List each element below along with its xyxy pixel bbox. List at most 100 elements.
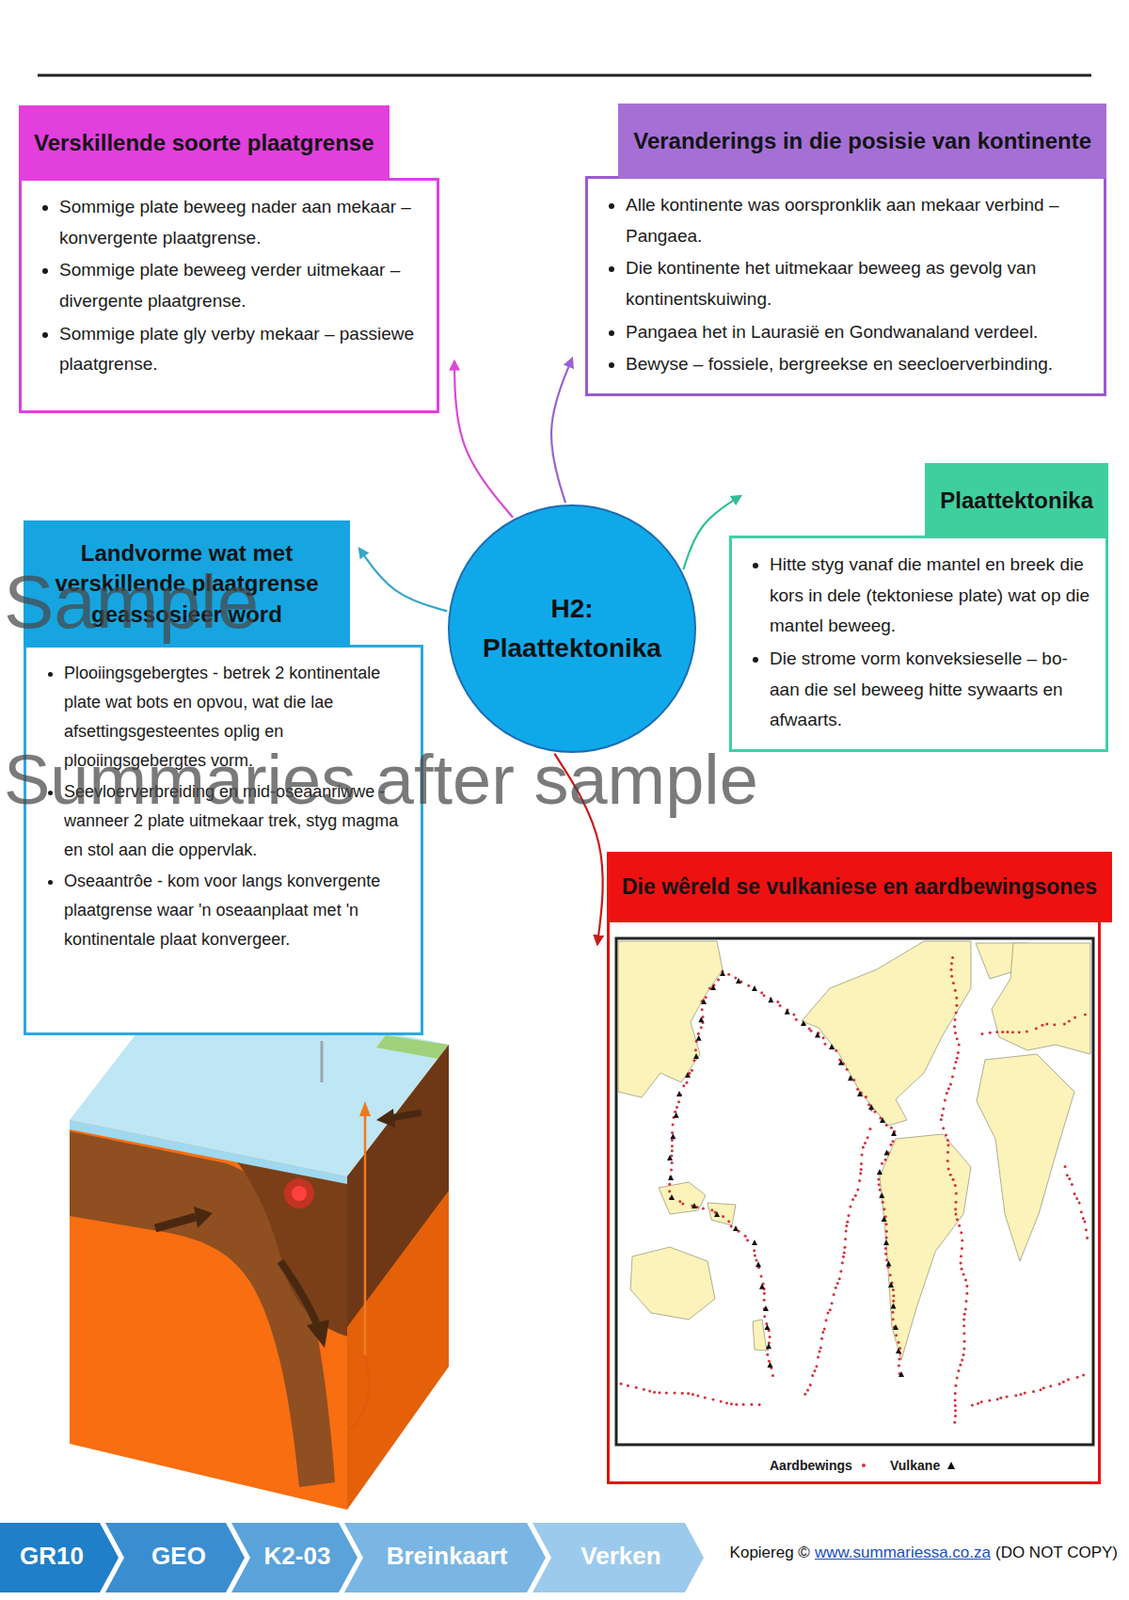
earthquake-dot: [764, 1321, 768, 1325]
earthquake-dot: [1067, 1176, 1071, 1180]
volcano-mark: [684, 1071, 691, 1078]
earthquake-dot: [955, 1056, 959, 1060]
earthquake-dot: [814, 1364, 818, 1368]
earthquake-dot: [884, 1246, 888, 1250]
earthquake-dot: [954, 996, 958, 1000]
earthquake-dot: [1065, 1173, 1069, 1177]
earthquake-dot: [758, 1402, 762, 1406]
earthquake-dot: [841, 1260, 844, 1264]
volcano-mark: [669, 1132, 676, 1139]
earthquake-dot: [1040, 1023, 1044, 1027]
earthquake-dot: [711, 1398, 715, 1401]
bullet-text: Hitte styg vanaf die mantel en breek die…: [769, 549, 1091, 642]
earthquake-dot: [897, 1340, 901, 1344]
earthquake-dot: [678, 1199, 682, 1203]
volcano-mark: [676, 1090, 683, 1097]
earthquake-dot: [962, 1346, 966, 1350]
subduction-illustration: [284, 1177, 315, 1209]
subduction-illustration: [155, 1216, 196, 1228]
heading-text: Verskillende soorte plaatgrense: [33, 127, 375, 159]
earthquake-dot: [824, 1042, 827, 1046]
earthquake-dot: [1082, 1220, 1086, 1224]
volcano-mark: [767, 1361, 774, 1368]
earthquake-dot: [812, 1368, 816, 1372]
earthquake-dot: [946, 1150, 950, 1154]
earthquake-dot: [980, 1399, 984, 1403]
earthquake-dot: [996, 1397, 1000, 1400]
earthquake-dot: [952, 1177, 955, 1181]
bullet-list: Hitte styg vanaf die mantel en breek die…: [741, 549, 1091, 736]
earthquake-dot: [953, 1066, 956, 1070]
earthquake-dot: [1005, 1030, 1009, 1034]
map-panel: [606, 919, 1101, 1484]
earthquake-dot: [954, 1398, 957, 1401]
earthquake-dot: [890, 1126, 893, 1129]
earthquake-dot: [1052, 1022, 1056, 1026]
earthquake-dot: [891, 1288, 895, 1291]
earthquake-dot: [956, 1050, 960, 1054]
earthquake-dot: [701, 1015, 705, 1018]
earthquake-dot: [1064, 1164, 1067, 1168]
earthquake-dot: [863, 1141, 867, 1145]
earthquake-dot: [1034, 1026, 1038, 1030]
earthquake-dot: [965, 1291, 969, 1295]
earthquake-dot: [747, 984, 750, 987]
earthquake-dot: [860, 1152, 864, 1156]
earthquake-dot: [752, 1248, 756, 1252]
earthquake-dot: [894, 1333, 898, 1336]
earthquake-dot: [825, 1318, 828, 1321]
volcano-mark: [764, 1323, 771, 1330]
earthquake-dot: [1038, 1387, 1042, 1391]
volcano-mark: [668, 1193, 675, 1200]
volcano-marks: [667, 969, 905, 1377]
volcano-mark: [828, 1043, 835, 1050]
earthquake-dot: [746, 1238, 749, 1241]
earthquake-dot: [652, 1390, 656, 1394]
connector-arrow: [551, 358, 573, 503]
earthquake-dot: [635, 1385, 638, 1389]
earthquake-dot: [868, 1127, 872, 1130]
bullet-panel: Plooiingsgebergtes - betrek 2 kontinenta…: [23, 644, 424, 1035]
continent: [752, 1319, 767, 1351]
earthquake-dot: [1058, 1382, 1062, 1385]
earthquake-dot: [681, 1391, 684, 1395]
volcano-mark: [667, 1174, 674, 1180]
earthquake-dot: [725, 1400, 729, 1404]
earthquake-dot: [943, 1097, 947, 1101]
subduction-illustration: [347, 1044, 449, 1510]
copyright-note: (DO NOT COPY): [995, 1542, 1118, 1562]
earthquake-dot: [890, 1310, 894, 1314]
earthquake-dot: [964, 1299, 968, 1303]
volcano-mark: [751, 985, 758, 991]
earthquake-dot: [952, 981, 955, 985]
earthquake-dot: [847, 1213, 851, 1217]
earthquake-dot: [876, 1177, 880, 1181]
earthquake-dot: [854, 1193, 858, 1197]
earthquake-dot: [1083, 1013, 1087, 1017]
earthquake-dot: [771, 1373, 775, 1377]
heading-text: Veranderings in die posisie van kontinen…: [633, 126, 1092, 157]
earthquake-dot: [733, 975, 737, 979]
heading-text: Die wêreld se vulkaniese en aardbewingso…: [621, 872, 1098, 902]
footer-breadcrumb: [0, 1522, 704, 1592]
bullet-text: Die strome vorm konveksieselle – bo-aan …: [769, 643, 1091, 736]
volcano-mark: [881, 1215, 888, 1222]
subduction-illustration: [306, 1319, 330, 1348]
earthquake-dot: [699, 1025, 703, 1029]
subduction-illustration: [376, 1034, 449, 1059]
world-map: [613, 931, 1098, 1459]
earthquake-dot: [891, 1139, 895, 1143]
earthquake-dot: [954, 1403, 957, 1407]
volcano-mark: [719, 969, 726, 976]
topic-heading: Die wêreld se vulkaniese en aardbewingso…: [606, 851, 1113, 923]
earthquake-dot: [960, 1357, 964, 1361]
earthquake-dot: [949, 968, 953, 971]
earthquake-dot: [954, 1017, 957, 1021]
watermark: Sample: [3, 560, 259, 644]
earthquake-dot: [954, 1031, 957, 1034]
topic-box: Die wêreld se vulkaniese en aardbewingso…: [606, 851, 1113, 1484]
volcano-mark: [735, 977, 742, 984]
earthquake-dot: [760, 1273, 764, 1277]
earthquake-dot: [670, 1160, 674, 1164]
